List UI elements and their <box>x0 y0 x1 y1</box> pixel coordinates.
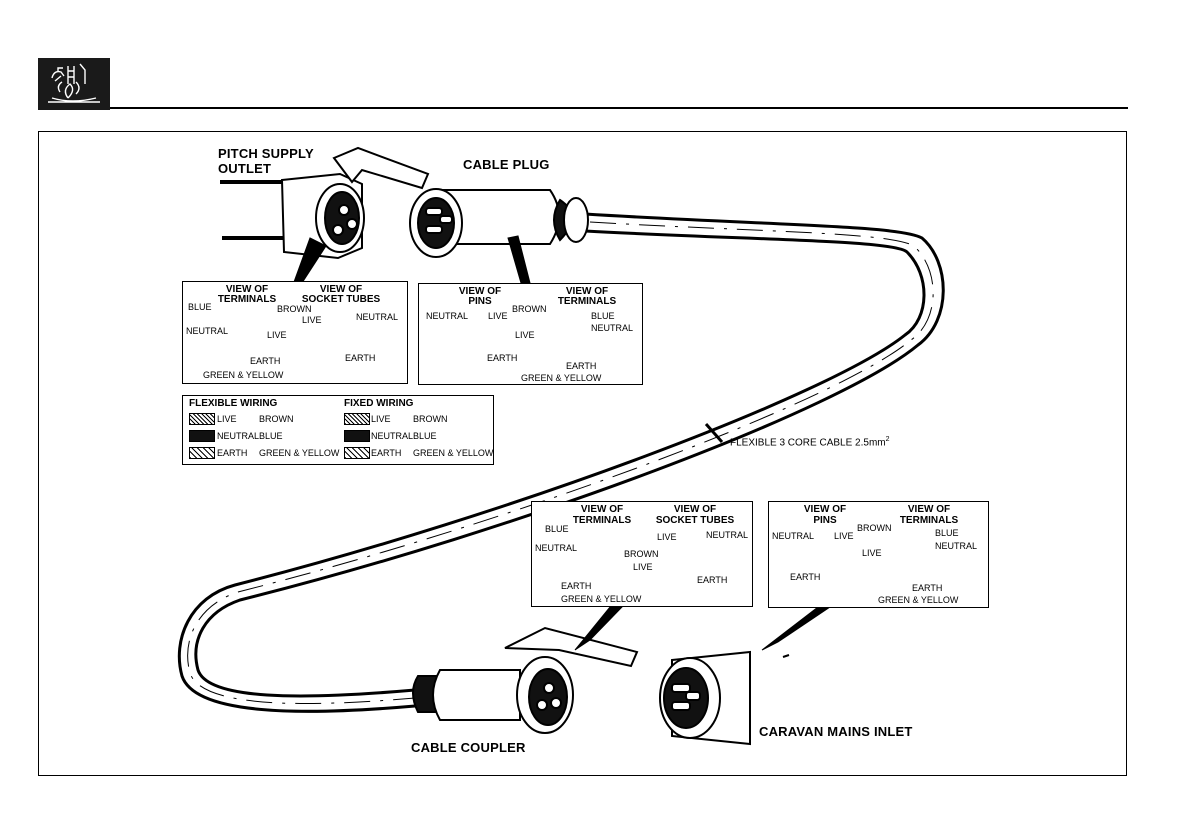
header-rule <box>110 107 1128 109</box>
coupler-terminals-heading-2: TERMINALS <box>572 515 632 526</box>
plug-neutral-label: NEUTRAL <box>591 323 634 333</box>
coupler-earth-label: EARTH <box>561 581 592 591</box>
outlet-tube-earth-label: EARTH <box>345 353 376 363</box>
outlet-brown-label: BROWN <box>277 304 312 314</box>
cable-plug-art <box>409 188 589 258</box>
inlet-callout <box>768 501 989 608</box>
coupler-tubes-heading-2: SOCKET TUBES <box>655 515 735 526</box>
caravan-electrics-icon <box>38 58 110 110</box>
fixed-wiring-heading: FIXED WIRING <box>344 398 414 409</box>
outlet-tube-live-label: LIVE <box>302 315 322 325</box>
outlet-tubes-heading-1: VIEW OF <box>319 284 363 295</box>
legend-flexible-colour: GREEN & YELLOW <box>259 448 340 458</box>
wiring-legend <box>182 395 494 465</box>
header-icon-art <box>48 63 100 103</box>
inlet-pin-neutral-label: NEUTRAL <box>772 531 815 541</box>
plug-terminals-heading-2: TERMINALS <box>557 296 617 307</box>
legend-flexible-colour: BROWN <box>259 414 294 424</box>
plug-pin-earth-label: EARTH <box>487 353 518 363</box>
cable-plug-label: CABLE PLUG <box>463 157 550 172</box>
outlet-tube-neutral-label: NEUTRAL <box>356 312 399 322</box>
plug-terminals-heading-1: VIEW OF <box>565 286 609 297</box>
pitch-supply-outlet-label-1: PITCH SUPPLY <box>218 146 314 161</box>
outlet-terminals-heading-1: VIEW OF <box>225 284 269 295</box>
pitch-supply-outlet-label-2: OUTLET <box>218 161 272 176</box>
inlet-terminals-heading-1: VIEW OF <box>907 504 951 515</box>
inlet-brown-label: BROWN <box>857 523 892 533</box>
pitch-outlet-callout <box>182 281 408 384</box>
legend-fixed-colour: GREEN & YELLOW <box>413 448 494 458</box>
legend-fixed-terminal: EARTH <box>371 448 402 458</box>
coupler-callout <box>531 501 753 607</box>
legend-fixed-terminal: NEUTRAL <box>371 431 414 441</box>
coupler-tube-live-label: LIVE <box>657 532 677 542</box>
diagram-frame <box>38 131 1127 776</box>
plug-pins-heading-1: VIEW OF <box>458 286 502 297</box>
callout-pointers <box>293 235 832 658</box>
legend-swatch-flexible-neutral <box>189 430 215 442</box>
caravan-mains-inlet-art <box>659 650 751 746</box>
inlet-live-label: LIVE <box>862 548 882 558</box>
legend-fixed-terminal: LIVE <box>371 414 391 424</box>
coupler-live-label: LIVE <box>633 562 653 572</box>
flexible-wiring-heading: FLEXIBLE WIRING <box>189 398 278 409</box>
inlet-pins-heading-2: PINS <box>813 515 837 526</box>
coupler-neutral-label: NEUTRAL <box>535 543 578 553</box>
coupler-green-yellow-label: GREEN & YELLOW <box>561 594 642 604</box>
outlet-live-label: LIVE <box>267 330 287 340</box>
legend-flexible-colour: BLUE <box>259 431 283 441</box>
inlet-pin-earth-label: EARTH <box>790 572 821 582</box>
outlet-terminals-heading-2: TERMINALS <box>217 294 277 305</box>
cable-spec-superscript: 2 <box>885 436 890 443</box>
flexible-cable <box>177 212 945 713</box>
plug-live-label: LIVE <box>515 330 535 340</box>
inlet-neutral-label: NEUTRAL <box>935 541 978 551</box>
coupler-blue-label: BLUE <box>545 524 569 534</box>
plug-pin-live-label: LIVE <box>488 311 508 321</box>
legend-swatch-fixed-live <box>344 413 370 425</box>
legend-fixed-colour: BROWN <box>413 414 448 424</box>
legend-flexible-terminal: LIVE <box>217 414 237 424</box>
plug-pins-heading-2: PINS <box>468 296 492 307</box>
inlet-pins-heading-1: VIEW OF <box>803 504 847 515</box>
cable-coupler-art <box>412 626 639 734</box>
legend-fixed-colour: BLUE <box>413 431 437 441</box>
legend-flexible-terminal: NEUTRAL <box>217 431 260 441</box>
outlet-blue-label: BLUE <box>188 302 212 312</box>
legend-swatch-flexible-live <box>189 413 215 425</box>
caravan-mains-inlet-label: CARAVAN MAINS INLET <box>759 724 913 739</box>
coupler-brown-label: BROWN <box>624 549 659 559</box>
outlet-earth-label: EARTH <box>250 356 281 366</box>
outlet-tubes-heading-2: SOCKET TUBES <box>301 294 381 305</box>
coupler-tubes-heading-1: VIEW OF <box>673 504 717 515</box>
legend-swatch-fixed-earth <box>344 447 370 459</box>
inlet-terminals-heading-2: TERMINALS <box>899 515 959 526</box>
cable-coupler-label: CABLE COUPLER <box>411 740 526 755</box>
plug-green-yellow-label: GREEN & YELLOW <box>521 373 602 383</box>
coupler-tube-neutral-label: NEUTRAL <box>706 530 749 540</box>
coupler-tube-earth-label: EARTH <box>697 575 728 585</box>
inlet-earth-label: EARTH <box>912 583 943 593</box>
plug-blue-label: BLUE <box>591 311 615 321</box>
cable-spec-label: FLEXIBLE 3 CORE CABLE 2.5mm2 <box>730 436 890 448</box>
plug-brown-label: BROWN <box>512 304 547 314</box>
plug-earth-label: EARTH <box>566 361 597 371</box>
outlet-neutral-label: NEUTRAL <box>186 326 229 336</box>
legend-flexible-terminal: EARTH <box>217 448 248 458</box>
cable-spec-text: FLEXIBLE 3 CORE CABLE 2.5mm <box>730 437 886 449</box>
inlet-green-yellow-label: GREEN & YELLOW <box>878 595 959 605</box>
cable-plug-callout <box>418 283 643 385</box>
plug-pin-neutral-label: NEUTRAL <box>426 311 469 321</box>
inlet-pin-live-label: LIVE <box>834 531 854 541</box>
coupler-terminals-heading-1: VIEW OF <box>580 504 624 515</box>
inlet-blue-label: BLUE <box>935 528 959 538</box>
legend-swatch-flexible-earth <box>189 447 215 459</box>
outlet-green-yellow-label: GREEN & YELLOW <box>203 370 284 380</box>
pitch-supply-outlet-art <box>220 146 430 260</box>
legend-swatch-fixed-neutral <box>344 430 370 442</box>
